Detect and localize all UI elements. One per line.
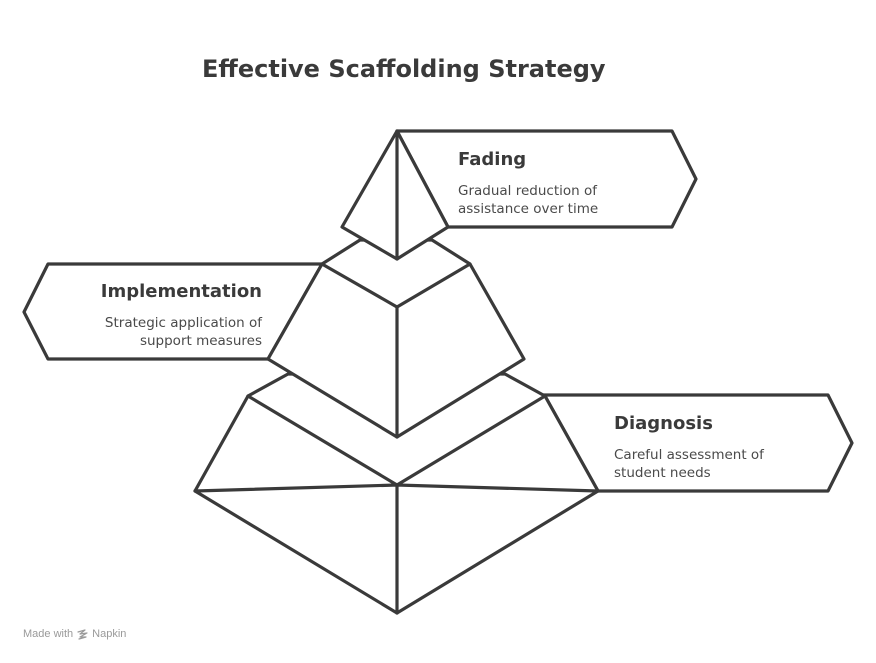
diagnosis-description-line-1: Careful assessment of	[614, 447, 765, 463]
fading-banner: Fading Gradual reduction of assistance o…	[395, 129, 698, 229]
diagram-title: Effective Scaffolding Strategy	[202, 55, 606, 83]
implementation-banner: Implementation Strategic application of …	[22, 262, 324, 361]
implementation-description-line-2: support measures	[140, 333, 262, 349]
napkin-logo-icon	[77, 628, 88, 640]
implementation-label: Implementation	[101, 281, 262, 302]
diagnosis-description-line-2: student needs	[614, 465, 711, 481]
diagnosis-banner: Diagnosis Careful assessment of student …	[538, 393, 854, 493]
fading-description-line-1: Gradual reduction of	[458, 183, 598, 199]
footer-made-with: Made with	[23, 628, 74, 640]
pyramid-tier-top	[340, 129, 450, 261]
fading-description-line-2: assistance over time	[458, 201, 598, 217]
footer-brand: Napkin	[92, 628, 127, 640]
footer-attribution: Made with Napkin	[23, 628, 126, 640]
diagnosis-label: Diagnosis	[614, 413, 713, 434]
fading-label: Fading	[458, 149, 526, 170]
implementation-description-line-1: Strategic application of	[105, 315, 263, 331]
